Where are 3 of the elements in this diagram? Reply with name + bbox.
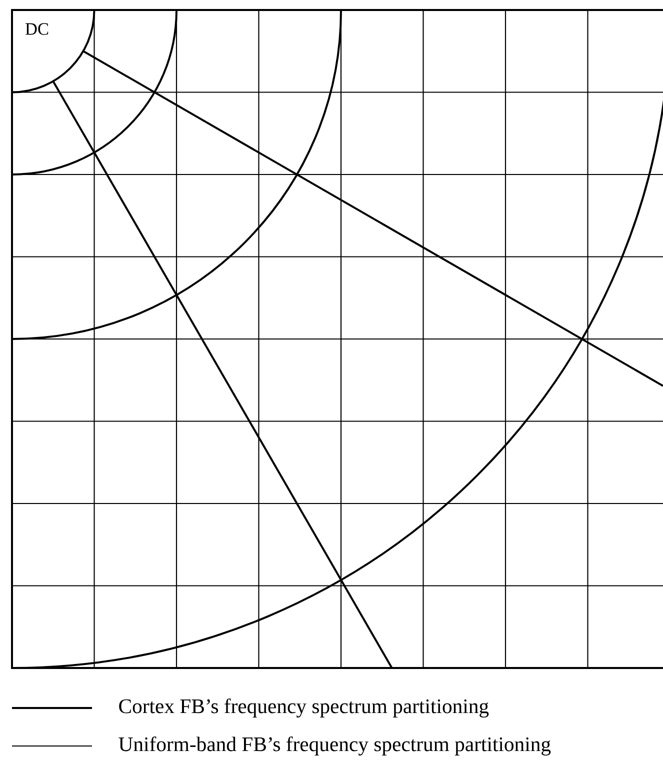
legend-text: Cortex FB’s frequency spectrum partitioning xyxy=(119,698,489,718)
region-label: DC xyxy=(25,23,48,35)
legend-text: Uniform-band FB’s frequency spectrum partitioning xyxy=(118,736,551,756)
